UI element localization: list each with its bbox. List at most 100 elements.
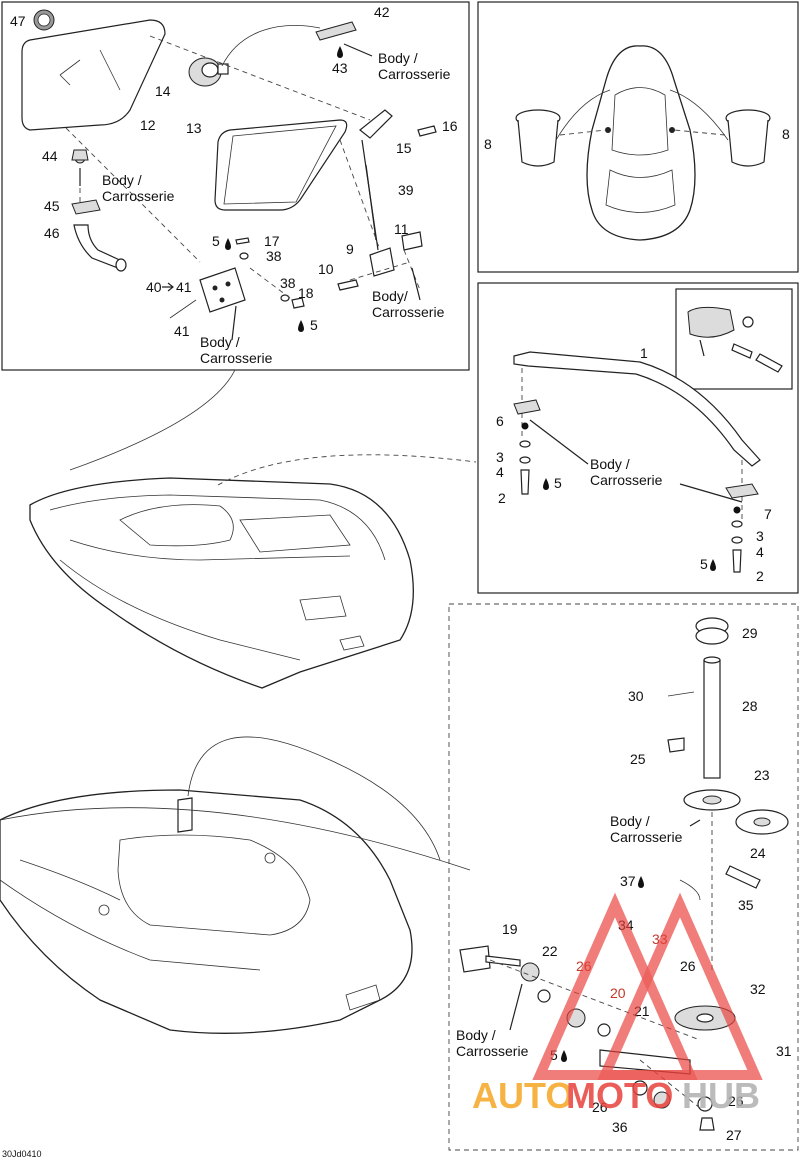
inset-handle-cap bbox=[687, 306, 783, 373]
svg-text:Carrosserie: Carrosserie bbox=[200, 350, 273, 366]
callout-41b: 41 bbox=[174, 323, 190, 339]
body-label-2: Body / Carrosserie bbox=[102, 172, 175, 204]
callout-32: 32 bbox=[750, 981, 766, 997]
svg-text:Carrosserie: Carrosserie bbox=[102, 188, 175, 204]
inset-box bbox=[675, 288, 793, 390]
boat-hull-iso bbox=[29, 477, 414, 689]
callout-36: 36 bbox=[612, 1119, 628, 1135]
svg-text:Carrosserie: Carrosserie bbox=[372, 304, 445, 320]
svg-text:Body /: Body / bbox=[456, 1027, 496, 1043]
callout-31: 31 bbox=[776, 1043, 792, 1059]
callout-2b: 2 bbox=[756, 568, 764, 584]
callout-10: 10 bbox=[318, 261, 334, 277]
callout-16: 16 bbox=[442, 118, 458, 134]
body-label-3: Body/ Carrosserie bbox=[372, 288, 445, 320]
svg-text:Body /: Body / bbox=[590, 456, 630, 472]
hinge-part bbox=[359, 109, 393, 139]
callout-41a: 41 bbox=[176, 279, 192, 295]
panel-middle-right bbox=[477, 282, 799, 594]
drop-icon bbox=[225, 46, 716, 1062]
boat-top-view bbox=[586, 45, 696, 241]
body-label-5: Body / Carrosserie bbox=[590, 456, 663, 488]
svg-text:Carrosserie: Carrosserie bbox=[456, 1043, 529, 1059]
reference-code: 30Jd0410 bbox=[2, 1149, 42, 1159]
svg-text:Carrosserie: Carrosserie bbox=[378, 66, 451, 82]
callout-43: 43 bbox=[332, 60, 348, 76]
body-label-1: Body / Carrosserie bbox=[378, 50, 451, 82]
callout-27: 27 bbox=[726, 1127, 742, 1143]
callout-14: 14 bbox=[155, 83, 171, 99]
badge-part bbox=[33, 9, 55, 31]
panel-bottom-right bbox=[448, 603, 799, 1151]
cup-holder-left bbox=[515, 109, 561, 167]
svg-text:Carrosserie: Carrosserie bbox=[590, 472, 663, 488]
callout-8a: 8 bbox=[484, 136, 492, 152]
body-label-4: Body / Carrosserie bbox=[200, 334, 273, 366]
callout-30: 30 bbox=[628, 688, 644, 704]
callout-46: 46 bbox=[44, 225, 60, 241]
svg-text:Body /: Body / bbox=[102, 172, 142, 188]
callout-4b: 4 bbox=[756, 544, 764, 560]
screw-part bbox=[417, 125, 437, 137]
callout-44: 44 bbox=[42, 148, 58, 164]
callout-5c: 5 bbox=[554, 475, 562, 491]
callout-11: 11 bbox=[394, 221, 409, 237]
callout-2a: 2 bbox=[498, 490, 506, 506]
callout-17: 17 bbox=[264, 233, 280, 249]
callout-5b: 5 bbox=[310, 317, 318, 333]
bracket-part-9 bbox=[369, 247, 395, 277]
callout-26b: 26 bbox=[680, 958, 696, 974]
callout-12: 12 bbox=[140, 117, 156, 133]
callout-26d: 26 bbox=[728, 1093, 744, 1109]
callout-26c: 26 bbox=[592, 1099, 608, 1115]
callout-24: 24 bbox=[750, 845, 766, 861]
callout-23: 23 bbox=[754, 767, 770, 783]
svg-text:Carrosserie: Carrosserie bbox=[610, 829, 683, 845]
boat-hull-rear bbox=[0, 789, 413, 1034]
latch-part bbox=[315, 21, 357, 41]
svg-text:Body /: Body / bbox=[200, 334, 240, 350]
svg-text:AUTO: AUTO bbox=[472, 1075, 573, 1116]
callout-22: 22 bbox=[542, 943, 558, 959]
callout-1: 1 bbox=[640, 345, 648, 361]
callout-25: 25 bbox=[630, 751, 646, 767]
bracket-part-40 bbox=[199, 267, 246, 313]
seal-part bbox=[214, 119, 348, 211]
callout-40: 40 bbox=[146, 279, 162, 295]
callout-19: 19 bbox=[502, 921, 518, 937]
callout-20: 20 bbox=[610, 985, 626, 1001]
callout-labels: 47 42 43 14 12 13 16 15 44 39 45 46 11 5… bbox=[10, 4, 792, 1143]
svg-text:Body/: Body/ bbox=[372, 288, 408, 304]
svg-text:Body /: Body / bbox=[610, 813, 650, 829]
callout-5d: 5 bbox=[700, 556, 708, 572]
callout-45: 45 bbox=[44, 198, 60, 214]
callout-9: 9 bbox=[346, 241, 354, 257]
callout-15: 15 bbox=[396, 140, 412, 156]
panel-top-right bbox=[477, 1, 799, 273]
callout-18: 18 bbox=[298, 285, 314, 301]
lock-part bbox=[188, 57, 229, 87]
callout-5a: 5 bbox=[212, 233, 220, 249]
nut-part bbox=[71, 149, 89, 161]
panel-top-left bbox=[1, 1, 470, 371]
callout-6: 6 bbox=[496, 413, 504, 429]
callout-29: 29 bbox=[742, 625, 758, 641]
callout-38b: 38 bbox=[280, 275, 296, 291]
callout-7: 7 bbox=[764, 506, 772, 522]
cup-holder-right bbox=[725, 109, 771, 167]
callout-47: 47 bbox=[10, 13, 26, 29]
callout-35: 35 bbox=[738, 897, 754, 913]
callout-8b: 8 bbox=[782, 126, 790, 142]
svg-text:Body /: Body / bbox=[378, 50, 418, 66]
mount-pad-left bbox=[513, 399, 541, 415]
lid-part bbox=[21, 19, 166, 131]
mount-pad-right bbox=[725, 483, 759, 499]
callout-37: 37 bbox=[620, 873, 636, 889]
callout-3a: 3 bbox=[496, 449, 504, 465]
body-label-7: Body / Carrosserie bbox=[456, 1027, 529, 1059]
body-label-6: Body / Carrosserie bbox=[610, 813, 683, 845]
callout-42: 42 bbox=[374, 4, 390, 20]
callout-28: 28 bbox=[742, 698, 758, 714]
svg-text:MOTO: MOTO bbox=[566, 1075, 673, 1116]
